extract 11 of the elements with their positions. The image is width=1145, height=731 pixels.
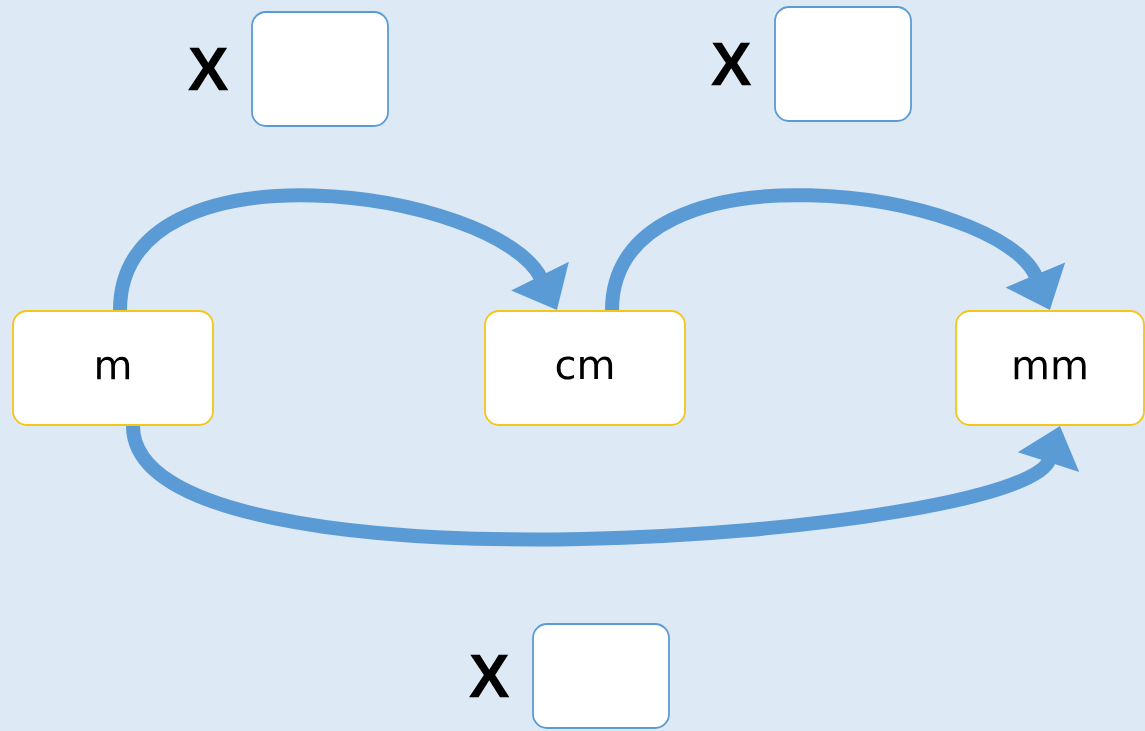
answer-box — [532, 623, 670, 729]
multiply-sign: X — [188, 47, 229, 91]
curved-arrow — [605, 188, 1066, 312]
unit-box: mm — [955, 310, 1145, 426]
unit-box: m — [12, 310, 214, 426]
multiply-sign: X — [711, 42, 752, 86]
answer-box — [774, 6, 912, 122]
multiply-sign: X — [469, 654, 510, 698]
unit-box: cm — [484, 310, 686, 426]
curved-arrow — [113, 188, 569, 312]
answer-box — [251, 11, 389, 127]
